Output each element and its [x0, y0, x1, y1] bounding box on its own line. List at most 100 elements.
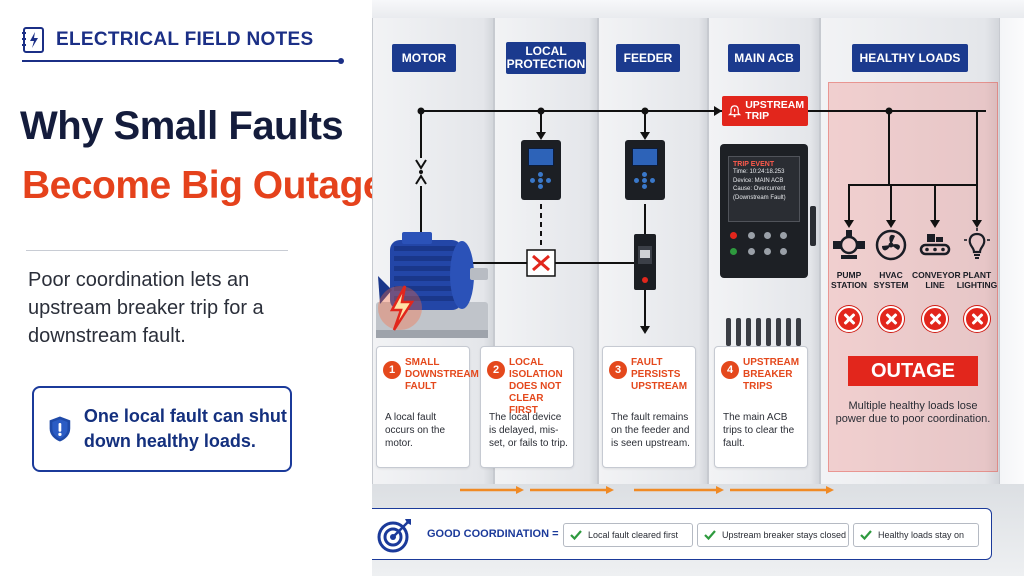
check-icon — [704, 530, 716, 541]
load-label-pump-station: PUMP STATION — [830, 270, 868, 290]
step-number: 3 — [609, 361, 627, 379]
step-title: SMALL DOWNSTREAM FAULT — [405, 357, 479, 392]
acb-trip-display: TRIP EVENT Time: 10:24:18.253 Device: MA… — [728, 156, 800, 222]
subtitle: Poor coordination lets an upstream break… — [28, 269, 264, 347]
divider — [26, 250, 288, 251]
conveyor-icon — [919, 234, 951, 256]
trip-event-line: Device: MAIN ACB — [733, 177, 784, 184]
brand-name: ELECTRICAL FIELD NOTES — [56, 29, 314, 50]
load-off-x-icon — [922, 306, 948, 332]
outage-banner: OUTAGE — [848, 356, 978, 386]
good-coordination-item: Healthy loads stay on — [853, 523, 979, 547]
brand: ELECTRICAL FIELD NOTES — [22, 26, 313, 54]
step-number: 4 — [721, 361, 739, 379]
motor-drop-lower — [420, 186, 422, 238]
step-card-1: 1 SMALL DOWNSTREAM FAULT A local fault o… — [376, 346, 479, 468]
main-bus — [420, 110, 986, 112]
switchgear-diagram: MOTOR LOCAL PROTECTION FEEDER MAIN ACB H… — [372, 0, 1024, 576]
arrow-feeder-out — [640, 326, 650, 334]
column-tag-local-protection: LOCAL PROTECTION — [506, 42, 586, 74]
good-coordination-item-text: Local fault cleared first — [588, 530, 679, 540]
relay-keypad — [530, 172, 552, 190]
acb-handle — [810, 206, 816, 246]
load-bus-drop — [888, 110, 890, 184]
trip-event-line: Time: 10:24:18.253 — [733, 169, 785, 175]
relay-screen — [528, 148, 554, 166]
good-coordination-item: Upstream breaker stays closed — [697, 523, 849, 547]
load-off-x-icon — [836, 306, 862, 332]
lightbulb-icon — [964, 228, 990, 259]
contactor-symbol — [415, 159, 427, 185]
outage-zone — [828, 82, 998, 472]
upstream-trip-label: UPSTREAM TRIP — [745, 99, 805, 122]
step-number: 1 — [383, 361, 401, 379]
check-icon — [570, 530, 582, 541]
junction-dot — [537, 107, 545, 115]
callout-text: One local fault can shut down healthy lo… — [83, 406, 287, 451]
local-protection-drop — [540, 110, 542, 138]
load-label-hvac-system: HVAC SYSTEM — [873, 270, 909, 290]
good-coordination-item-text: Upstream breaker stays closed — [722, 530, 847, 540]
fault-path — [420, 262, 574, 264]
shield-warning-icon — [49, 416, 71, 442]
column-tag-healthy-loads: HEALTHY LOADS — [852, 44, 968, 72]
trip-event-title: TRIP EVENT — [733, 161, 775, 168]
column-tag-motor: MOTOR — [392, 44, 456, 72]
relay-keypad — [634, 172, 656, 190]
brand-rule — [22, 58, 344, 64]
upstream-trip-badge: UPSTREAM TRIP — [722, 96, 808, 126]
main-acb-breaker: TRIP EVENT Time: 10:24:18.253 Device: MA… — [720, 144, 808, 278]
motor-drop-upper — [420, 110, 422, 158]
feeder-breaker — [634, 234, 656, 290]
page-title-line-1: Why Small Faults — [20, 104, 344, 148]
arrow-into-conveyor — [930, 220, 940, 228]
load-drop-lighting — [976, 110, 978, 224]
local-protection-relay — [521, 140, 561, 200]
load-drop-pump — [848, 184, 850, 224]
load-off-x-icon — [878, 306, 904, 332]
flow-arrow — [634, 486, 724, 494]
acb-control-buttons — [730, 230, 798, 268]
load-drop-hvac — [890, 184, 892, 224]
step-title: UPSTREAM BREAKER TRIPS — [743, 357, 800, 392]
check-icon — [860, 530, 872, 541]
column-tag-main-acb: MAIN ACB — [728, 44, 800, 72]
notebook-lightning-icon — [22, 27, 44, 53]
good-coordination-item-text: Healthy loads stay on — [878, 530, 965, 540]
step-number: 2 — [487, 361, 505, 379]
flow-arrow — [460, 486, 524, 494]
good-coordination-item: Local fault cleared first — [563, 523, 693, 547]
feeder-relay — [625, 140, 665, 200]
wiring-overlay — [376, 106, 982, 338]
arrow-into-hvac — [886, 220, 896, 228]
cabinet-healthy-loads — [820, 18, 1000, 484]
arrow-into-acb — [714, 106, 722, 116]
trip-event-line: (Downstream Fault) — [733, 194, 786, 201]
load-off-x-icon — [964, 306, 990, 332]
junction-dot — [885, 107, 893, 115]
arrow-into-pump — [844, 220, 854, 228]
step-description: The local device is delayed, mis-set, or… — [489, 412, 568, 449]
step-card-4: 4 UPSTREAM BREAKER TRIPS The main ACB tr… — [714, 346, 808, 468]
alarm-bell-icon — [728, 105, 742, 118]
flow-arrow — [530, 486, 614, 494]
arrow-into-feeder — [640, 132, 650, 140]
load-label-plant-lighting: PLANT LIGHTING — [956, 270, 998, 290]
good-coordination-label: GOOD COORDINATION = — [427, 528, 559, 540]
junction-dot — [417, 107, 425, 115]
arrow-into-local-protection — [536, 132, 546, 140]
background-bay — [1000, 18, 1024, 484]
step-description: The fault remains on the feeder and is s… — [611, 412, 690, 449]
pump-icon — [833, 230, 865, 259]
flow-arrow — [730, 486, 834, 494]
good-coordination-bar: GOOD COORDINATION = Local fault cleared … — [372, 508, 992, 560]
failed-local-trip-icon — [526, 249, 556, 277]
column-tag-feeder: FEEDER — [616, 44, 680, 72]
fan-icon — [875, 229, 907, 261]
trip-event-line: Cause: Overcurrent — [733, 186, 786, 192]
relay-screen — [632, 148, 658, 166]
acb-vents — [724, 318, 804, 346]
load-label-conveyor-line: CONVEYOR LINE — [912, 270, 961, 290]
key-message-callout: One local fault can shut down healthy lo… — [32, 386, 292, 472]
step-card-2: 2 LOCAL ISOLATION DOES NOT CLEAR FIRST T… — [480, 346, 574, 468]
